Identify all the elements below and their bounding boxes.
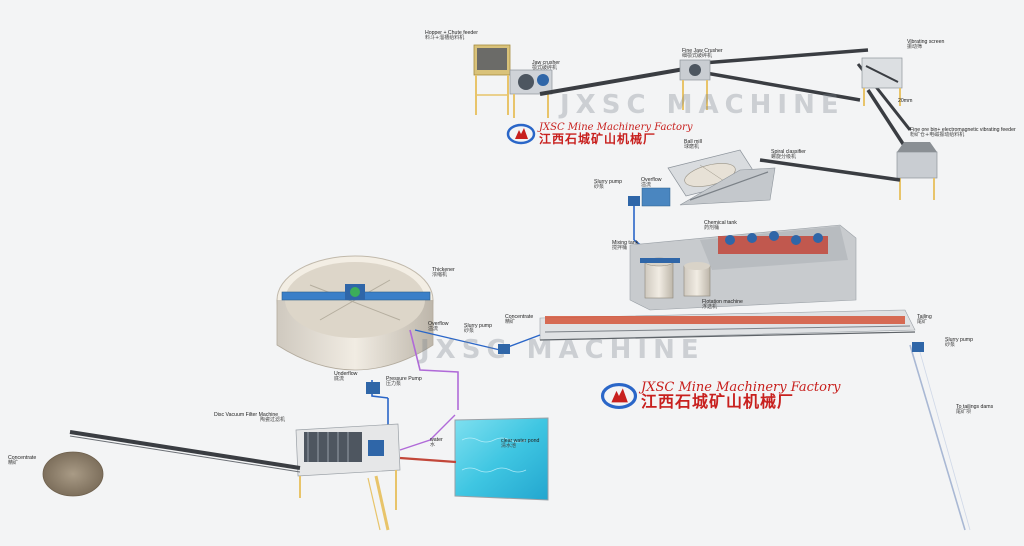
hopper-feeder bbox=[473, 44, 511, 115]
pressure-pump bbox=[366, 382, 380, 394]
slurry-pump-mid bbox=[498, 344, 510, 354]
brand-cn: 江西石城矿山机械厂 bbox=[539, 132, 657, 146]
mill-feed-conveyor bbox=[759, 158, 901, 182]
label-screen-size: 20mm bbox=[898, 98, 913, 104]
vibrating-screen bbox=[861, 57, 903, 106]
watermark-top: JXSC MACHINE bbox=[560, 90, 845, 120]
brand-en: JXSC Mine Machinery Factory bbox=[641, 380, 841, 395]
chemical-tanks bbox=[718, 231, 828, 254]
water-return-pipe bbox=[399, 456, 457, 464]
brand-cn: 江西石城矿山机械厂 bbox=[641, 392, 795, 411]
brand-logo-icon bbox=[600, 382, 638, 409]
brand-logo-icon bbox=[506, 123, 536, 145]
slurry-pump-right bbox=[912, 342, 924, 352]
thickener bbox=[276, 255, 434, 371]
brand-top: JXSC Mine Machinery Factory 江西石城矿山机械厂 bbox=[506, 123, 692, 145]
overflow-pipe bbox=[409, 329, 459, 410]
watermark-mid: JXSC MACHINE bbox=[420, 335, 705, 365]
fine-ore-bin bbox=[896, 142, 938, 200]
label-fine-ore-bin: Fine ore bin+ electromagnetic vibrating … bbox=[910, 127, 1016, 139]
disc-filter-platform bbox=[295, 423, 401, 531]
brand-mid: JXSC Mine Machinery Factory 江西石城矿山机械厂 bbox=[600, 381, 841, 410]
flotation-machine-row bbox=[539, 309, 916, 341]
fine-jaw-crusher bbox=[679, 59, 711, 110]
mixing-tank bbox=[640, 257, 711, 299]
spiral-classifier bbox=[679, 167, 776, 206]
concentrate-pile bbox=[42, 451, 104, 497]
concentrate-conveyor bbox=[69, 430, 301, 470]
clear-water-pond bbox=[454, 417, 549, 501]
tailings-pipe bbox=[909, 344, 966, 531]
brand-en: JXSC Mine Machinery Factory bbox=[539, 122, 693, 133]
jaw-crusher bbox=[509, 69, 553, 118]
